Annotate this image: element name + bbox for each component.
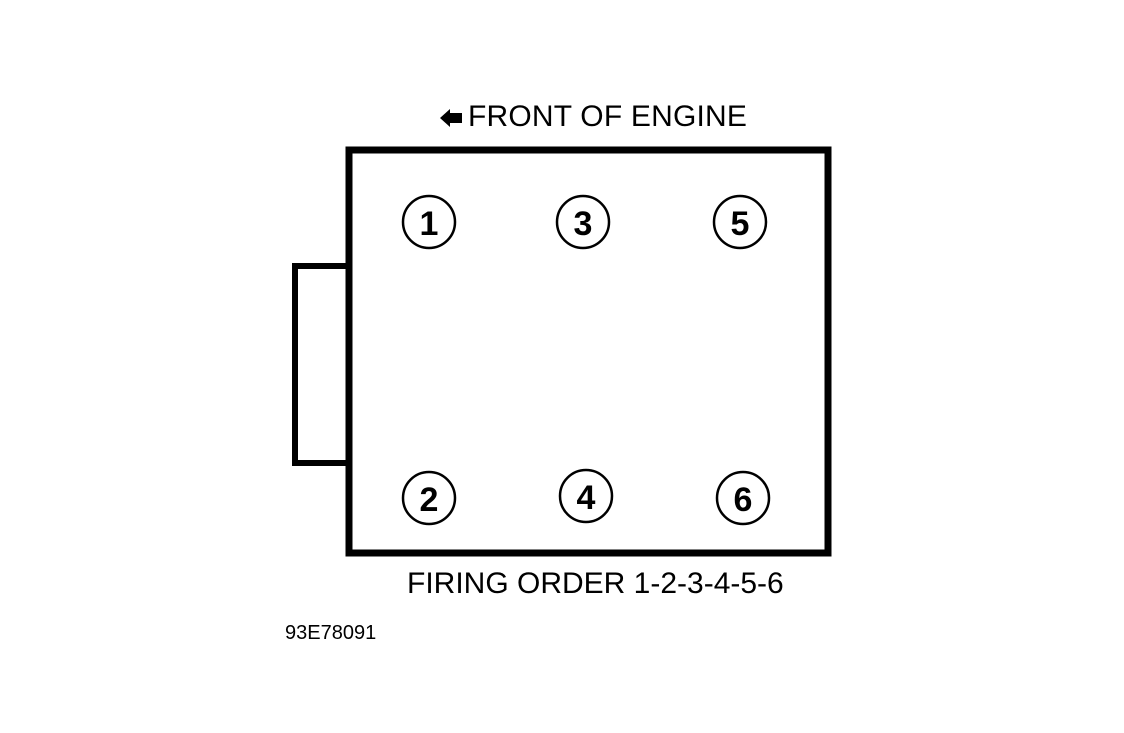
- front-of-engine-text: FRONT OF ENGINE: [468, 100, 748, 133]
- cylinder-5-label: 5: [731, 205, 750, 243]
- cylinder-3-label: 3: [574, 205, 593, 243]
- front-of-engine-label: FRONT OF ENGINE: [440, 100, 747, 134]
- transmission-outline: [292, 263, 352, 466]
- firing-order-label: FIRING ORDER 1-2-3-4-5-6: [407, 567, 784, 600]
- cylinder-3: 3: [555, 194, 611, 250]
- cylinder-6: 6: [715, 470, 771, 526]
- figure-id: 93E78091: [285, 622, 377, 644]
- cylinder-4: 4: [558, 468, 614, 524]
- cylinder-1-label: 1: [420, 205, 439, 243]
- cylinder-2: 2: [401, 470, 457, 526]
- cylinder-6-label: 6: [734, 481, 753, 519]
- cylinder-1: 1: [401, 194, 457, 250]
- cylinder-2-label: 2: [420, 481, 439, 519]
- cylinder-5: 5: [712, 194, 768, 250]
- cylinder-4-label: 4: [577, 479, 596, 517]
- arrow-left-icon: [440, 109, 462, 128]
